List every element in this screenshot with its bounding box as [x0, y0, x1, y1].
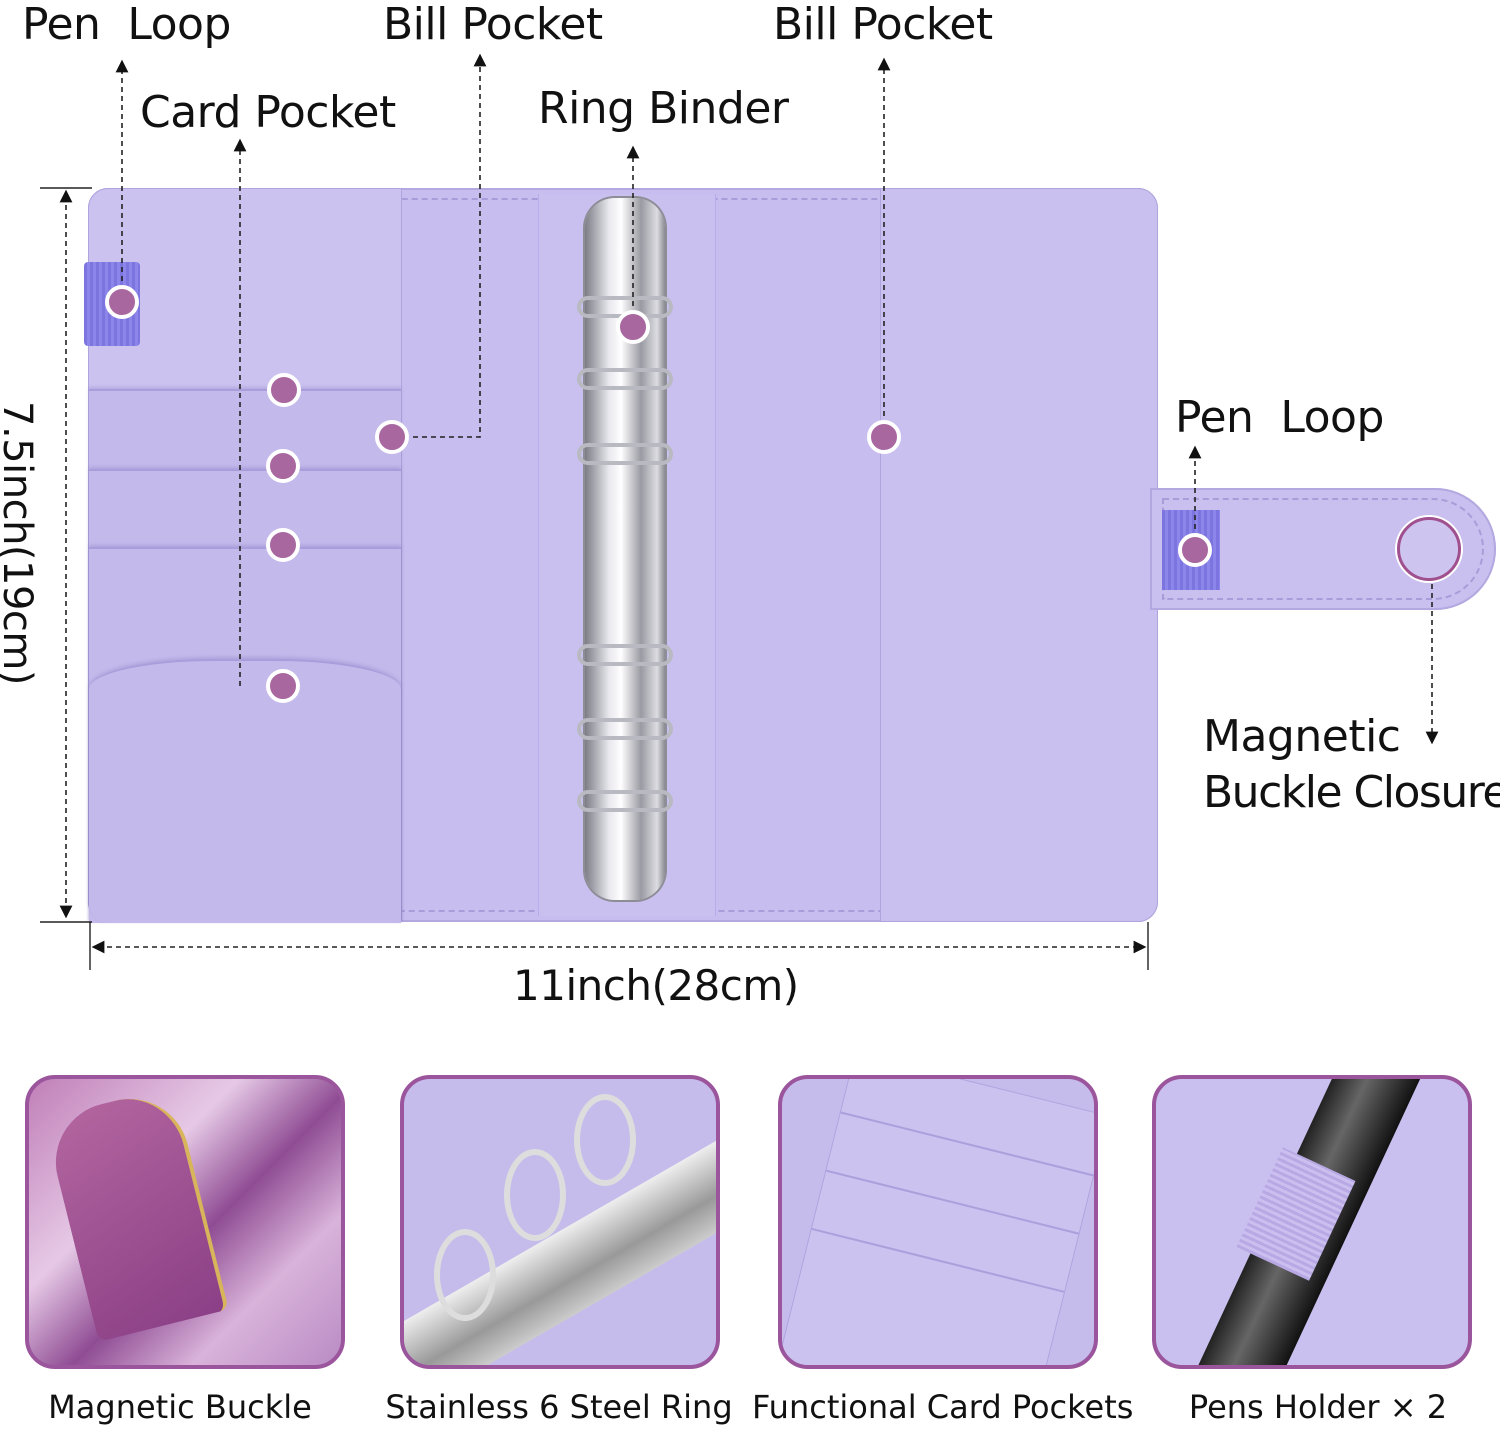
- caption-magnetic-buckle: Magnetic Buckle: [48, 1388, 312, 1426]
- thumb-pens-holder: [1152, 1075, 1472, 1369]
- label-ring-binder: Ring Binder: [538, 83, 789, 134]
- buckle-flap: [43, 1086, 229, 1342]
- thumb-steel-ring: [400, 1075, 720, 1369]
- ring: [577, 644, 673, 666]
- caption-card-pockets: Functional Card Pockets: [752, 1388, 1134, 1426]
- card-slot: [826, 1169, 1079, 1235]
- ring: [577, 718, 673, 740]
- label-height: 7.5inch(19cm): [0, 401, 40, 685]
- label-bill-pocket-right: Bill Pocket: [773, 0, 993, 50]
- caption-steel-ring: Stainless 6 Steel Ring: [385, 1388, 733, 1426]
- ring: [504, 1149, 566, 1241]
- marker-dot: [267, 373, 301, 407]
- ring-binder: [577, 198, 673, 900]
- binder-body: [88, 188, 1158, 923]
- card-slot: [840, 1111, 1094, 1177]
- ring: [577, 368, 673, 390]
- caption-pens-holder: Pens Holder × 2: [1188, 1388, 1448, 1426]
- marker-dot: [616, 310, 650, 344]
- label-pen-loop-right: Pen Loop: [1175, 392, 1384, 443]
- thumb-magnetic-buckle: [25, 1075, 345, 1369]
- card-slot: [811, 1227, 1065, 1293]
- label-magnetic-line2: Buckle Closure: [1203, 767, 1500, 818]
- ring: [577, 443, 673, 465]
- right-bill-pocket: [880, 188, 1158, 922]
- label-width: 11inch(28cm): [513, 961, 799, 1010]
- label-bill-pocket-left: Bill Pocket: [383, 0, 603, 50]
- label-magnetic-line1: Magnetic: [1203, 711, 1401, 762]
- marker-dot: [105, 285, 139, 319]
- ring: [577, 790, 673, 812]
- marker-dot: [266, 449, 300, 483]
- marker-dot: [266, 669, 300, 703]
- left-panel: [88, 188, 402, 923]
- card-slot-4: [89, 659, 401, 923]
- label-pen-loop-left: Pen Loop: [22, 0, 231, 50]
- card-panel: [782, 1079, 1094, 1365]
- ring: [574, 1094, 636, 1186]
- marker-dot: [867, 420, 901, 454]
- leader-bill-pocket-left: [404, 53, 487, 438]
- marker-dot: [266, 528, 300, 562]
- ring: [434, 1229, 496, 1321]
- marker-dot: [375, 420, 409, 454]
- label-card-pocket: Card Pocket: [140, 87, 396, 138]
- thumb-card-pockets: [778, 1075, 1098, 1369]
- magnetic-buckle: [1397, 517, 1461, 581]
- marker-dot: [1178, 533, 1212, 567]
